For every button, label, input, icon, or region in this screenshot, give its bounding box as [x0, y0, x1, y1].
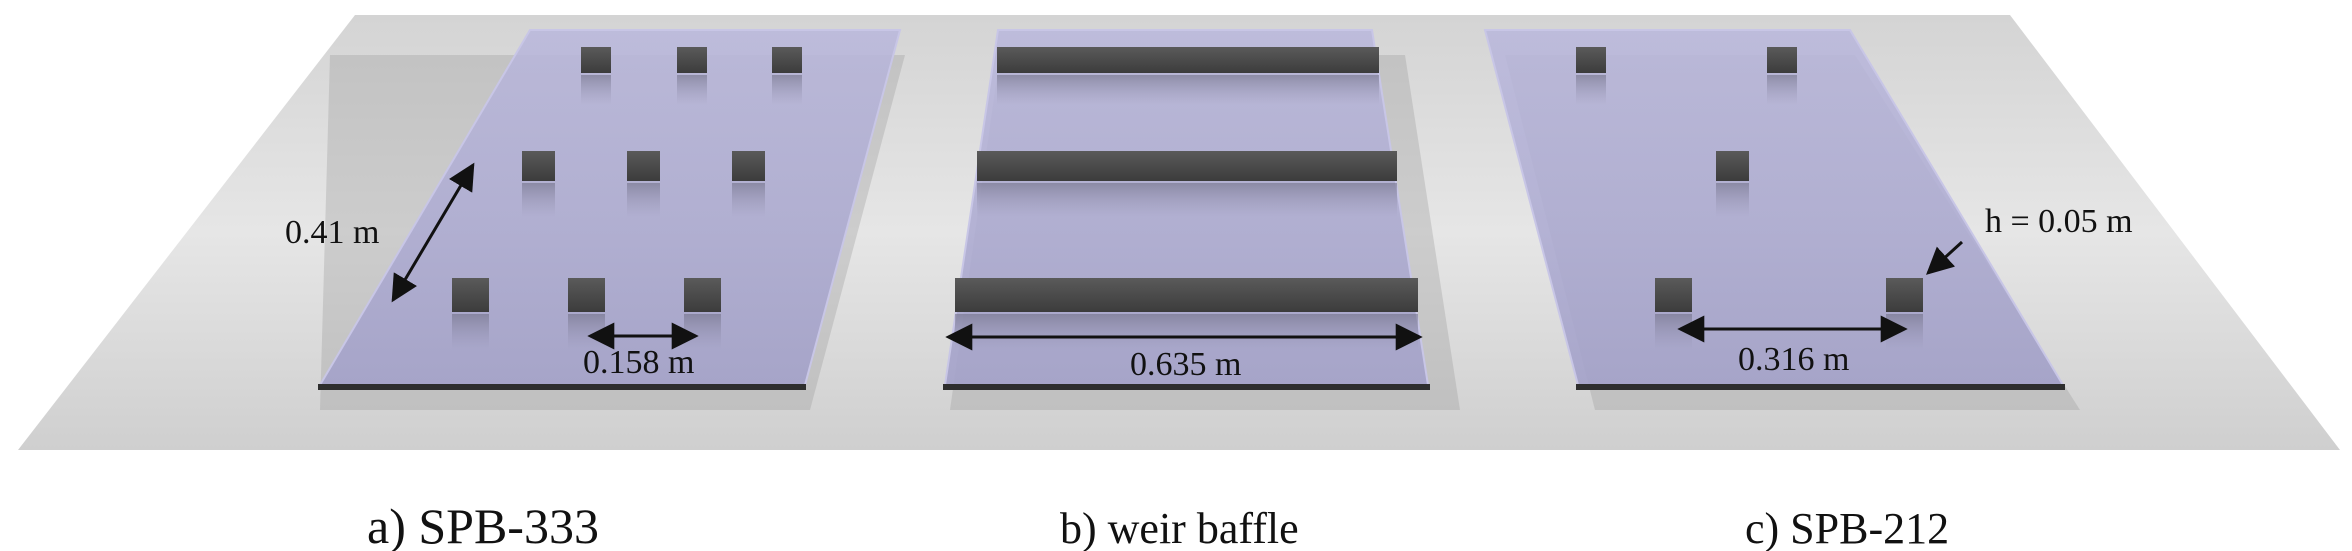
post: [684, 278, 721, 312]
post-reflection: [581, 75, 611, 105]
post: [1886, 278, 1923, 312]
post: [732, 151, 765, 181]
post: [1716, 151, 1749, 181]
post-reflection: [522, 183, 555, 217]
tank-bottom-edge: [1576, 384, 2065, 390]
length-label: 0.635 m: [1130, 346, 1241, 383]
width-dimension-arrow: [391, 162, 475, 303]
post-reflection: [772, 75, 802, 105]
post-reflection: [1576, 75, 1606, 105]
post: [1767, 47, 1797, 73]
weir-reflection: [977, 183, 1397, 217]
post: [568, 278, 605, 312]
weir-plate: [977, 151, 1397, 181]
height-callout-arrow: [1926, 240, 1964, 275]
tank-bottom-edge: [943, 384, 1430, 390]
weir-reflection: [997, 75, 1379, 105]
post: [1576, 47, 1606, 73]
post-reflection: [1767, 75, 1797, 105]
height-label: h = 0.05 m: [1985, 203, 2133, 240]
tank-bottom-edge: [318, 384, 806, 390]
post: [522, 151, 555, 181]
post-reflection: [627, 183, 660, 217]
width-label: 0.41 m: [285, 214, 379, 251]
post-reflection: [1655, 314, 1692, 350]
caption-a: a) SPB-333: [367, 498, 599, 551]
post: [1655, 278, 1692, 312]
caption-b: b) weir baffle: [1060, 504, 1299, 551]
post-reflection: [732, 183, 765, 217]
weir-plate: [955, 278, 1418, 312]
post: [772, 47, 802, 73]
post: [677, 47, 707, 73]
post: [581, 47, 611, 73]
post-reflection: [1716, 183, 1749, 217]
post-reflection: [1886, 314, 1923, 350]
post: [627, 151, 660, 181]
post-grid: [452, 47, 802, 350]
post-reflection: [452, 314, 489, 350]
panel-weir-baffle: 0.635 m: [943, 29, 1460, 410]
weir-plate: [997, 47, 1379, 73]
post: [452, 278, 489, 312]
post-reflection: [677, 75, 707, 105]
caption-c: c) SPB-212: [1745, 504, 1949, 551]
panel-spb-212: h = 0.05 m 0.316 m: [1483, 29, 2133, 410]
panel-spb-333: 0.41 m 0.158 m: [285, 29, 905, 410]
weir-reflection: [955, 314, 1418, 350]
spacing-label: 0.158 m: [583, 344, 694, 381]
spacing-label: 0.316 m: [1738, 341, 1849, 378]
